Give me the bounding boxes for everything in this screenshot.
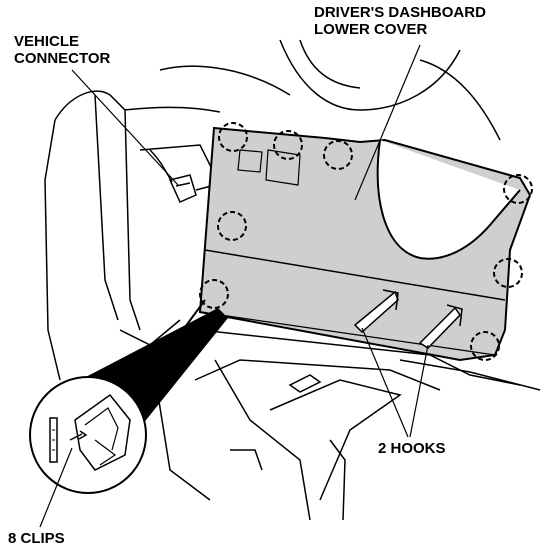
clip-marker: [470, 331, 500, 361]
clip-marker: [323, 140, 353, 170]
steering-column-outline: [159, 39, 501, 141]
clip-markers: [199, 122, 533, 361]
dashboard-cover-label-line1: DRIVER'S DASHBOARD: [314, 4, 486, 21]
dashboard-cover-label: DRIVER'S DASHBOARD LOWER COVER: [314, 4, 486, 38]
hook-right: [418, 304, 463, 349]
hooks-label: 2 HOOKS: [378, 440, 446, 457]
hook-left: [353, 289, 399, 334]
clip-marker: [503, 174, 533, 204]
leader-hook-right: [409, 344, 429, 438]
clip-marker: [217, 211, 247, 241]
clip-marker: [493, 258, 523, 288]
leader-vehicle-connector: [71, 69, 179, 186]
leader-clips: [39, 447, 73, 528]
vehicle-connector-label-line2: CONNECTOR: [14, 50, 111, 67]
clips-label: 8 CLIPS: [8, 530, 65, 547]
clip-marker: [199, 279, 229, 309]
clip-marker: [218, 122, 248, 152]
dashboard-cover-label-line2: LOWER COVER: [314, 21, 428, 38]
clip-marker: [273, 130, 303, 160]
dashboard-lower-cover: [198, 126, 532, 362]
leader-lines: [39, 44, 429, 528]
vehicle-connector-label: VEHICLE CONNECTOR: [14, 33, 110, 67]
clip-detail-inset: [29, 299, 228, 494]
leader-hook-left: [361, 327, 409, 438]
vehicle-connector-part: [149, 149, 216, 203]
vehicle-connector-label-line1: VEHICLE: [14, 33, 80, 50]
leader-dashboard-cover: [354, 44, 421, 201]
